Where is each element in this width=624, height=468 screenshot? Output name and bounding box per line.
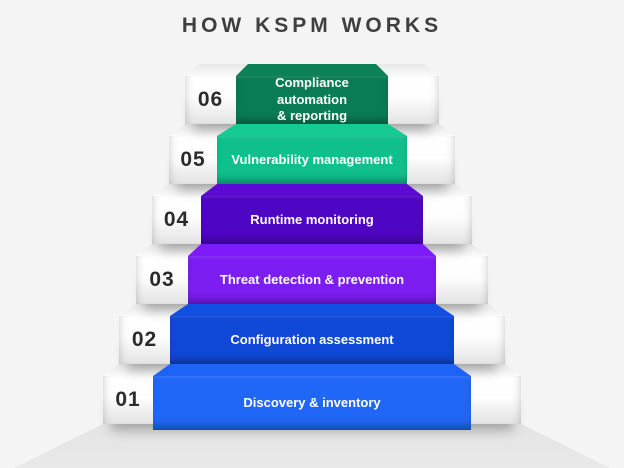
step-number-04: 04 [163,208,190,231]
step-plaque-top-04 [201,184,423,196]
step-number-05: 05 [180,148,206,171]
step-label-01: Discovery & inventory [243,394,381,410]
step-number-03: 03 [149,268,175,291]
step-label-05: Vulnerability management [231,151,393,167]
step-plaque-02: Configuration assessment [170,316,454,364]
step-label-03: Threat detection & prevention [219,271,405,287]
step-plaque-top-05 [217,124,407,136]
step-plaque-top-02 [170,304,454,316]
step-plaque-top-03 [188,244,436,256]
step-plaque-top-06 [236,64,388,76]
step-number-06: 06 [197,88,224,111]
floor [14,424,610,468]
step-plaque-top-01 [153,364,471,376]
step-label-02: Configuration assessment [230,331,394,347]
step-plaque-04: Runtime monitoring [201,196,423,244]
step-label-04: Runtime monitoring [250,211,374,227]
step-label-06: Compliance automation [275,74,349,107]
step-label-06-line2: & reporting [276,108,348,124]
step-plaque-01: Discovery & inventory [153,376,471,430]
step-plaque-06: Compliance automation & reporting [236,74,388,124]
step-plaque-03: Threat detection & prevention [188,256,436,304]
step-plaque-05: Vulnerability management [217,136,407,184]
page-title: HOW KSPM WORKS [181,14,443,37]
step-number-01: 01 [115,388,141,411]
step-number-02: 02 [131,328,158,351]
